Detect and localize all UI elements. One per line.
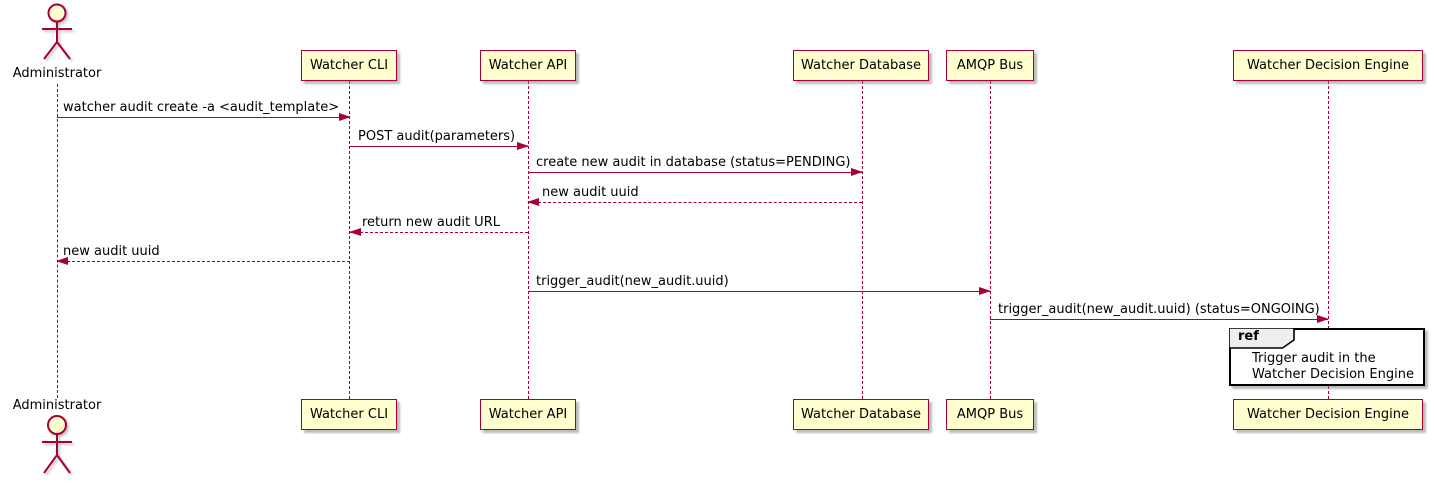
participant-amqp-bus-top: AMQP Bus [946,50,1034,81]
message-label: POST audit(parameters) [358,129,516,144]
arrowhead-right-icon [339,113,351,121]
participant-watcher-api-bottom: Watcher API [480,399,576,430]
participant-watcher-cli-bottom: Watcher CLI [301,399,397,430]
ref-tab: ref [1228,327,1295,349]
actor-icon [42,3,72,60]
ref-text-line: Watcher Decision Engine [1252,367,1414,382]
participant-amqp-bus-bottom: AMQP Bus [946,399,1034,430]
participant-label: Watcher API [488,58,568,73]
message-label: new audit uuid [63,244,160,259]
participant-label: Watcher CLI [309,58,389,73]
arrowhead-left-icon [56,257,68,265]
message-line [990,319,1328,320]
message-line [528,202,862,203]
participant-label: AMQP Bus [956,58,1024,73]
participant-watcher-database-bottom: Watcher Database [793,399,929,430]
arrowhead-right-icon [979,287,991,295]
participant-watcher-decision-engine-top: Watcher Decision Engine [1233,50,1423,81]
lifeline-amqp-bus [990,81,991,399]
message-line [350,232,528,233]
message-line [528,172,862,173]
lifeline-watcher-cli [349,81,350,399]
ref-tab-shape-icon [1228,327,1295,349]
message-label: watcher audit create -a <audit_template> [63,100,340,115]
ref-keyword: ref [1238,329,1259,344]
participant-label: AMQP Bus [956,407,1024,422]
arrowhead-right-icon [517,142,529,150]
arrowhead-right-icon [851,168,863,176]
actor-icon [42,415,72,474]
ref-text-line: Trigger audit in the [1252,351,1376,366]
message-line [57,261,350,262]
participant-label: Watcher Decision Engine [1247,407,1409,422]
participant-label: Watcher Database [801,58,921,73]
message-line [350,146,528,147]
lifeline-watcher-decision-engine [1328,81,1329,399]
participant-watcher-database-top: Watcher Database [793,50,929,81]
participant-watcher-cli-top: Watcher CLI [301,50,397,81]
ref-fragment: ref Trigger audit in the Watcher Decisio… [1228,327,1425,386]
arrowhead-left-icon [527,198,539,206]
participant-label: Watcher Decision Engine [1247,58,1409,73]
lifeline-watcher-api [528,81,529,399]
message-label: new audit uuid [542,185,639,200]
arrowhead-left-icon [349,228,361,236]
participant-watcher-api-top: Watcher API [480,50,576,81]
message-label: trigger_audit(new_audit.uuid) [536,274,729,289]
message-label: create new audit in database (status=PEN… [536,155,851,170]
lifeline-administrator [56,84,58,398]
actor-label-bottom: Administrator [12,398,102,413]
participant-watcher-decision-engine-bottom: Watcher Decision Engine [1233,399,1423,430]
message-line [528,291,990,292]
participant-label: Watcher API [488,407,568,422]
actor-label-top: Administrator [12,66,102,81]
message-label: trigger_audit(new_audit.uuid) (status=ON… [998,302,1320,317]
message-label: return new audit URL [362,215,500,230]
ref-text: Trigger audit in the Watcher Decision En… [1252,351,1414,383]
lifeline-watcher-database [861,81,863,399]
message-line [57,117,350,118]
participant-label: Watcher CLI [309,407,389,422]
arrowhead-right-icon [1317,315,1329,323]
participant-label: Watcher Database [801,407,921,422]
